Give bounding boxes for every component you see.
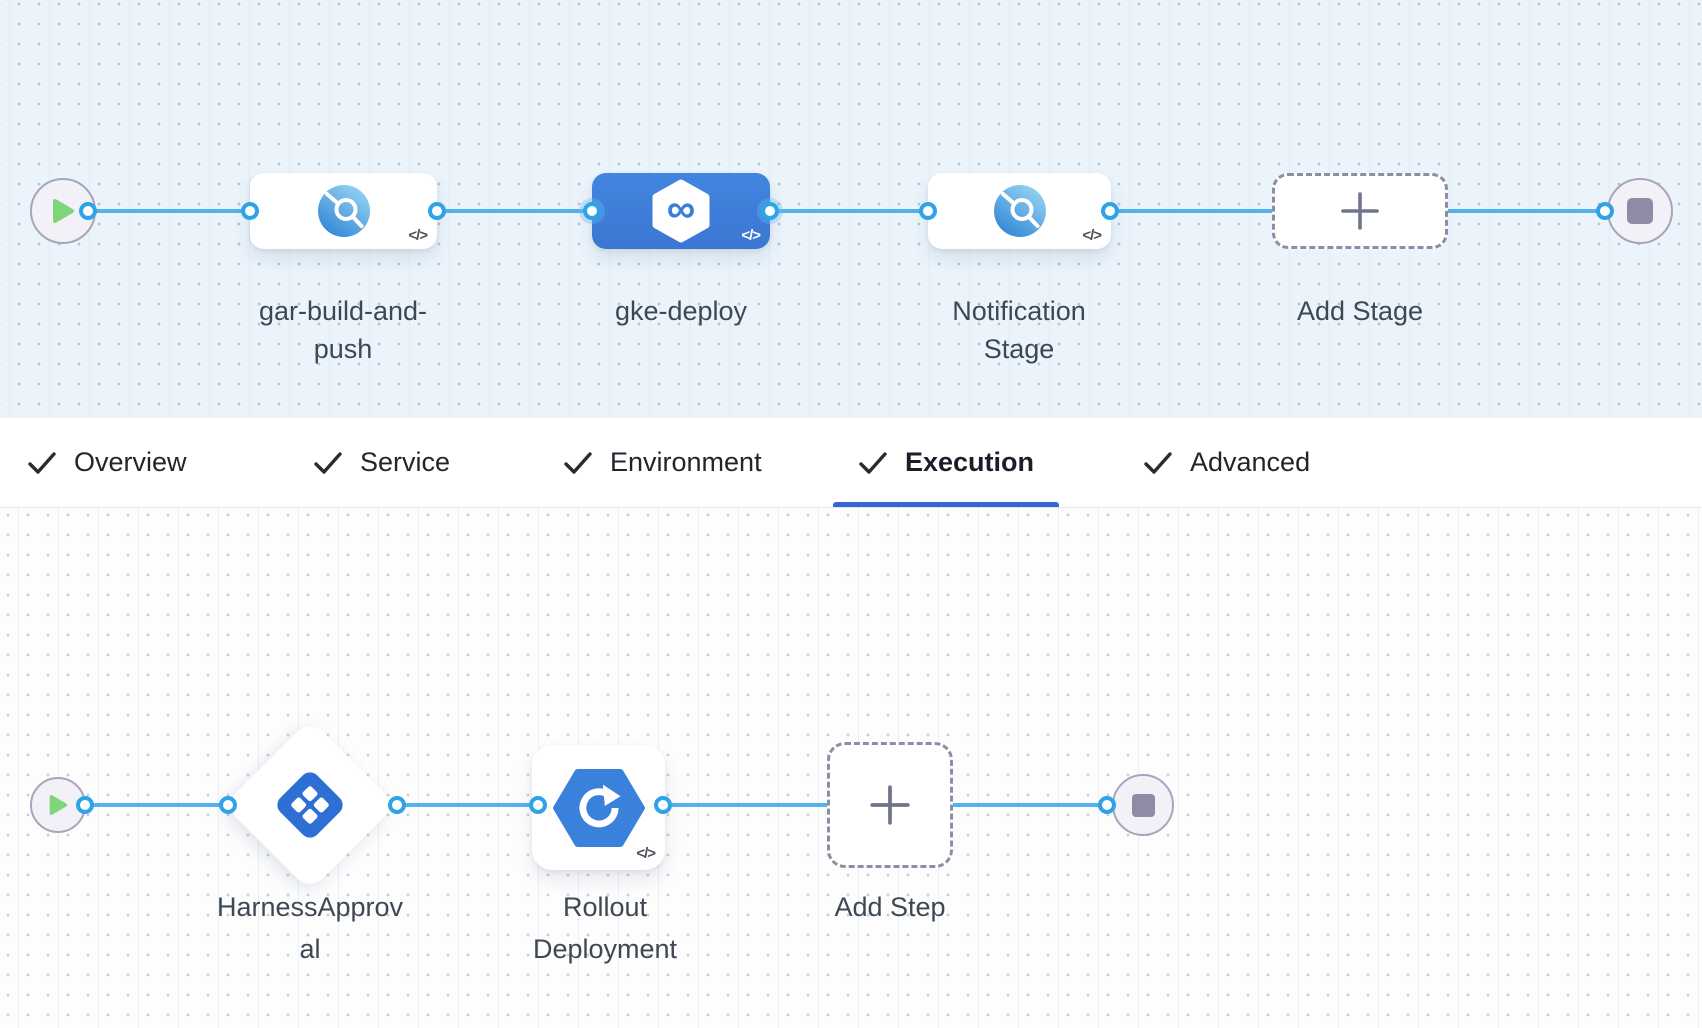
execution-canvas: </> HarnessApproval Rollout Deployment A… [0, 508, 1702, 1028]
tab-overview[interactable]: Overview [2, 418, 212, 507]
port [529, 796, 547, 814]
add-step-label: Add Step [834, 892, 946, 922]
stage-canvas: </> ∞ </> </> [0, 0, 1702, 418]
tab-advanced[interactable]: Advanced [1118, 418, 1335, 507]
port [1596, 202, 1614, 220]
port [919, 202, 937, 220]
active-tab-underline [833, 502, 1060, 507]
registry-icon [993, 185, 1046, 237]
check-icon [28, 451, 56, 474]
registry-icon [317, 185, 370, 237]
play-icon [49, 795, 68, 815]
step-label: Rollout Deployment [532, 892, 678, 964]
plus-icon [1341, 192, 1379, 230]
infinity-hexagon-icon: ∞ [652, 179, 710, 243]
stage-label: Notification Stage [952, 296, 1086, 364]
port [761, 202, 779, 220]
approval-icon [277, 772, 343, 838]
code-icon: </> [1082, 227, 1102, 244]
code-icon: </> [741, 227, 761, 244]
stage-label: gar-build-and-push [258, 296, 428, 364]
port [76, 796, 94, 814]
port [1098, 796, 1116, 814]
stage-tabbar: Overview Service Environment Execution [0, 418, 1702, 508]
port [1101, 202, 1119, 220]
add-stage-button[interactable] [1272, 173, 1448, 249]
check-icon [1144, 451, 1172, 474]
port [388, 796, 406, 814]
step-label: HarnessApproval [216, 892, 404, 964]
add-step-button[interactable] [827, 742, 953, 868]
port [79, 202, 97, 220]
tab-environment[interactable]: Environment [538, 418, 787, 507]
stage-card-gar-build-and-push[interactable]: </> [250, 173, 437, 249]
port [219, 796, 237, 814]
port [583, 202, 601, 220]
gke-icon [552, 768, 645, 847]
port [654, 796, 672, 814]
stop-icon [1131, 793, 1155, 817]
svg-text:∞: ∞ [667, 187, 696, 231]
stage-card-gke-deploy[interactable]: ∞ </> [592, 173, 770, 249]
check-icon [314, 451, 342, 474]
stage-label: gke-deploy [614, 296, 748, 326]
execution-end-node [1112, 774, 1174, 836]
stage-card-notification-stage[interactable]: </> [928, 173, 1111, 249]
pipeline-start-node [30, 178, 96, 244]
tab-execution[interactable]: Execution [833, 418, 1060, 507]
plus-icon [870, 785, 910, 825]
check-icon [564, 451, 592, 474]
port [241, 202, 259, 220]
stage-connector-line [88, 209, 1610, 213]
code-icon: </> [408, 227, 428, 244]
stop-icon [1627, 198, 1653, 224]
add-stage-label: Add Stage [1296, 296, 1424, 326]
pipeline-end-node [1607, 178, 1673, 244]
code-icon: </> [636, 845, 656, 862]
tab-service[interactable]: Service [288, 418, 475, 507]
port [428, 202, 446, 220]
check-icon [859, 451, 887, 474]
play-icon [53, 199, 74, 223]
step-node-rollout-deployment[interactable]: </> [532, 745, 665, 870]
